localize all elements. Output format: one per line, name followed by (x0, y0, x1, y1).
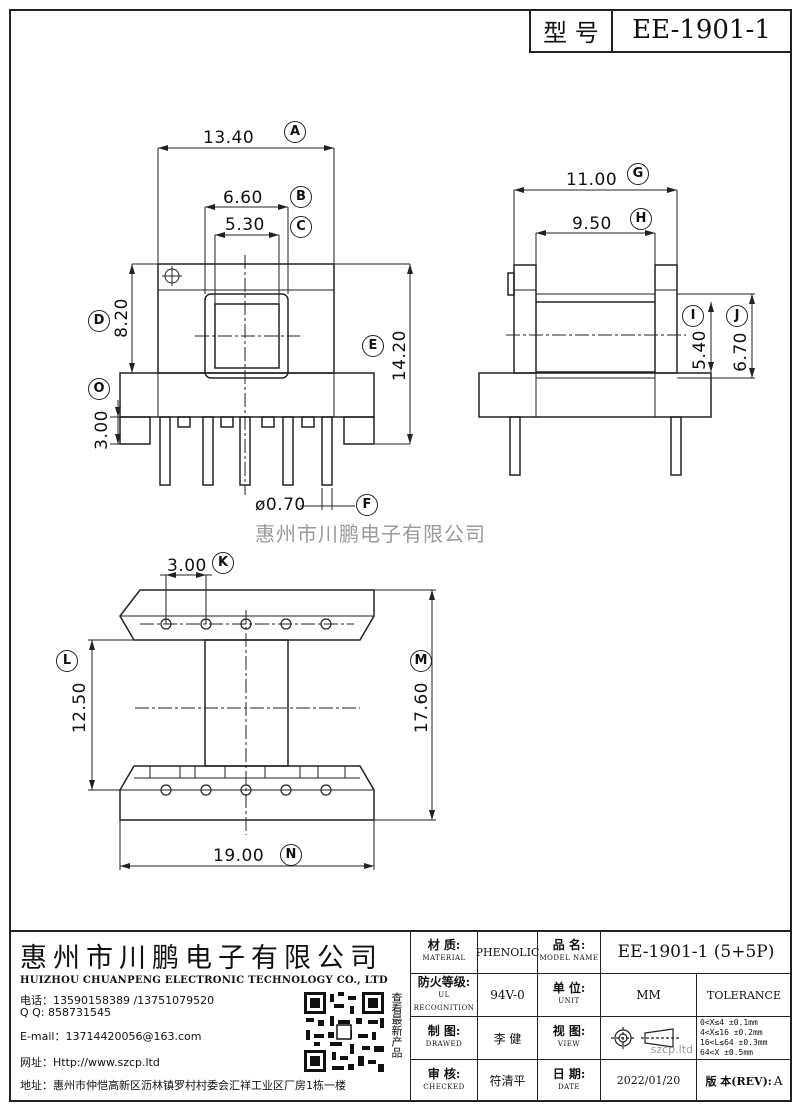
view-label: 视 图: (552, 1024, 586, 1038)
third-angle-projection-icon (610, 1027, 679, 1049)
watermark-company: 惠州市川鹏电子有限公司 (255, 522, 486, 546)
company-qq: Q Q: 858731545 (20, 1006, 112, 1019)
checked-value: 符清平 (477, 1059, 538, 1102)
company-website[interactable]: 网址：Http://www.szcp.ltd (20, 1056, 160, 1069)
front-foot-left (119, 416, 151, 445)
dim-n-letter: N (280, 844, 302, 866)
tolerance-table: 0<X≤4 ±0.1mm 4<X≤16 ±0.2mm 16<L≤64 ±0.3m… (696, 1016, 792, 1060)
company-phone: 电话：13590158389 /13751079520 (20, 994, 215, 1007)
dim-i-value: 5.40 (690, 330, 710, 370)
dim-l-value: 12.50 (70, 682, 90, 734)
date-label-en: DATE (557, 1082, 581, 1091)
flame-label: 防火等级: (417, 974, 471, 989)
dim-m-value: 17.60 (412, 682, 432, 734)
company-name-en: HUIZHOU CHUANPENG ELECTRONIC TECHNOLOGY … (20, 975, 388, 986)
part-label-cell: 品 名: MODEL NAME (537, 930, 601, 974)
dim-j-letter: J (726, 305, 748, 327)
side-flange-left (513, 264, 537, 374)
dim-j-value: 6.70 (731, 332, 751, 372)
tolerance-row: 4<X≤16 ±0.2mm (700, 1028, 763, 1037)
dim-f-letter: F (356, 494, 378, 516)
model-number: EE-1901-1 (632, 15, 771, 45)
dim-h-letter: H (630, 208, 652, 230)
front-flange-top (157, 263, 335, 374)
side-base (478, 372, 712, 418)
unit-label-en: UNIT (558, 997, 580, 1005)
drawn-label-en: DRAWED (425, 1040, 463, 1048)
dim-d-value: 8.20 (112, 298, 132, 338)
drawing-sheet (9, 9, 792, 1102)
bottom-top-flange (119, 589, 375, 641)
drawn-label-cell: 制 图: DRAWED (410, 1016, 478, 1060)
tolerance-row: 16<L≤64 ±0.3mm (700, 1038, 768, 1047)
unit-label-cell: 单 位: UNIT (537, 973, 601, 1017)
flame-label-en: UL RECOGNITION (413, 990, 475, 1012)
tolerance-heading: TOLERANCE (696, 973, 792, 1017)
dim-m-letter: M (410, 650, 432, 672)
front-pins (159, 416, 333, 486)
dim-d-letter: D (88, 310, 110, 332)
dim-k-letter: K (212, 552, 234, 574)
dim-o-letter: O (88, 378, 110, 400)
dim-e-value: 14.20 (390, 330, 410, 382)
qr-code-icon (302, 990, 386, 1074)
dim-g-value: 11.00 (566, 170, 618, 190)
checked-label: 审 核: (427, 1066, 461, 1081)
bottom-bottom-flange (119, 765, 375, 821)
material-label: 材 质: (427, 938, 461, 952)
watermark-site: szcp.ltd (650, 1043, 693, 1056)
view-label-en: VIEW (557, 1040, 581, 1048)
drawn-label: 制 图: (427, 1024, 461, 1038)
projection-symbol-cell: szcp.ltd (600, 1016, 697, 1060)
dim-l-letter: L (56, 650, 78, 672)
dim-a-letter: A (284, 121, 306, 143)
material-label-en: MATERIAL (422, 954, 466, 962)
dim-h-value: 9.50 (572, 214, 612, 234)
title-block-divider (9, 930, 792, 932)
type-label: 型 号 (531, 9, 613, 51)
model-header: 型 号 EE-1901-1 (529, 9, 792, 53)
material-label-cell: 材 质: MATERIAL (410, 930, 478, 974)
unit-label: 单 位: (552, 981, 586, 995)
flame-value: 94V-0 (477, 973, 538, 1017)
front-foot-right (343, 416, 375, 445)
checked-label-cell: 审 核:CHECKED (410, 1059, 478, 1102)
dim-e-letter: E (362, 335, 384, 357)
drawn-value: 李 健 (477, 1016, 538, 1060)
dim-c-letter: C (290, 216, 312, 238)
rev-label: 版 本(REV): (705, 1074, 772, 1088)
dim-f-value: ø0.70 (255, 495, 306, 515)
dim-n-value: 19.00 (213, 846, 265, 866)
part-value: EE-1901-1 (5+5P) (600, 930, 792, 974)
tolerance-row: 64<X ±0.5mm (700, 1048, 753, 1057)
qr-caption: 查看最新产品 (390, 992, 403, 1058)
side-flange-right (654, 264, 678, 374)
dim-k-value: 3.00 (167, 556, 207, 576)
dim-o-value: 3.00 (92, 410, 112, 450)
dim-a-value: 13.40 (203, 128, 255, 148)
rev-value: A (773, 1073, 783, 1088)
company-email: E-mail：13714420056@163.com (20, 1030, 202, 1043)
unit-value: MM (600, 973, 697, 1017)
company-address: 地址：惠州市仲恺高新区沥林镇罗村村委会汇祥工业区厂房1栋一楼 (20, 1079, 346, 1092)
dim-c-value: 5.30 (225, 215, 265, 235)
part-label: 品 名: (552, 938, 586, 952)
revision-cell: 版 本(REV):A (696, 1059, 792, 1102)
checked-label-en: CHECKED (423, 1082, 465, 1091)
dim-b-value: 6.60 (223, 188, 263, 208)
date-label-cell: 日 期:DATE (537, 1059, 601, 1102)
date-label: 日 期: (552, 1066, 586, 1081)
view-label-cell: 视 图: VIEW (537, 1016, 601, 1060)
flame-label-cell: 防火等级:UL RECOGNITION (410, 973, 478, 1017)
tolerance-row: 0<X≤4 ±0.1mm (700, 1018, 758, 1027)
title-block-grid: 材 质: MATERIAL PHENOLIC 品 名: MODEL NAME EE-… (410, 930, 792, 1102)
dim-b-letter: B (290, 186, 312, 208)
technical-drawing (88, 145, 755, 870)
dim-g-letter: G (627, 163, 649, 185)
part-label-en: MODEL NAME (539, 954, 599, 962)
date-value: 2022/01/20 (600, 1059, 697, 1102)
company-name-cn: 惠州市川鹏电子有限公司 (20, 943, 383, 974)
dim-i-letter: I (682, 305, 704, 327)
material-value: PHENOLIC (476, 930, 539, 974)
